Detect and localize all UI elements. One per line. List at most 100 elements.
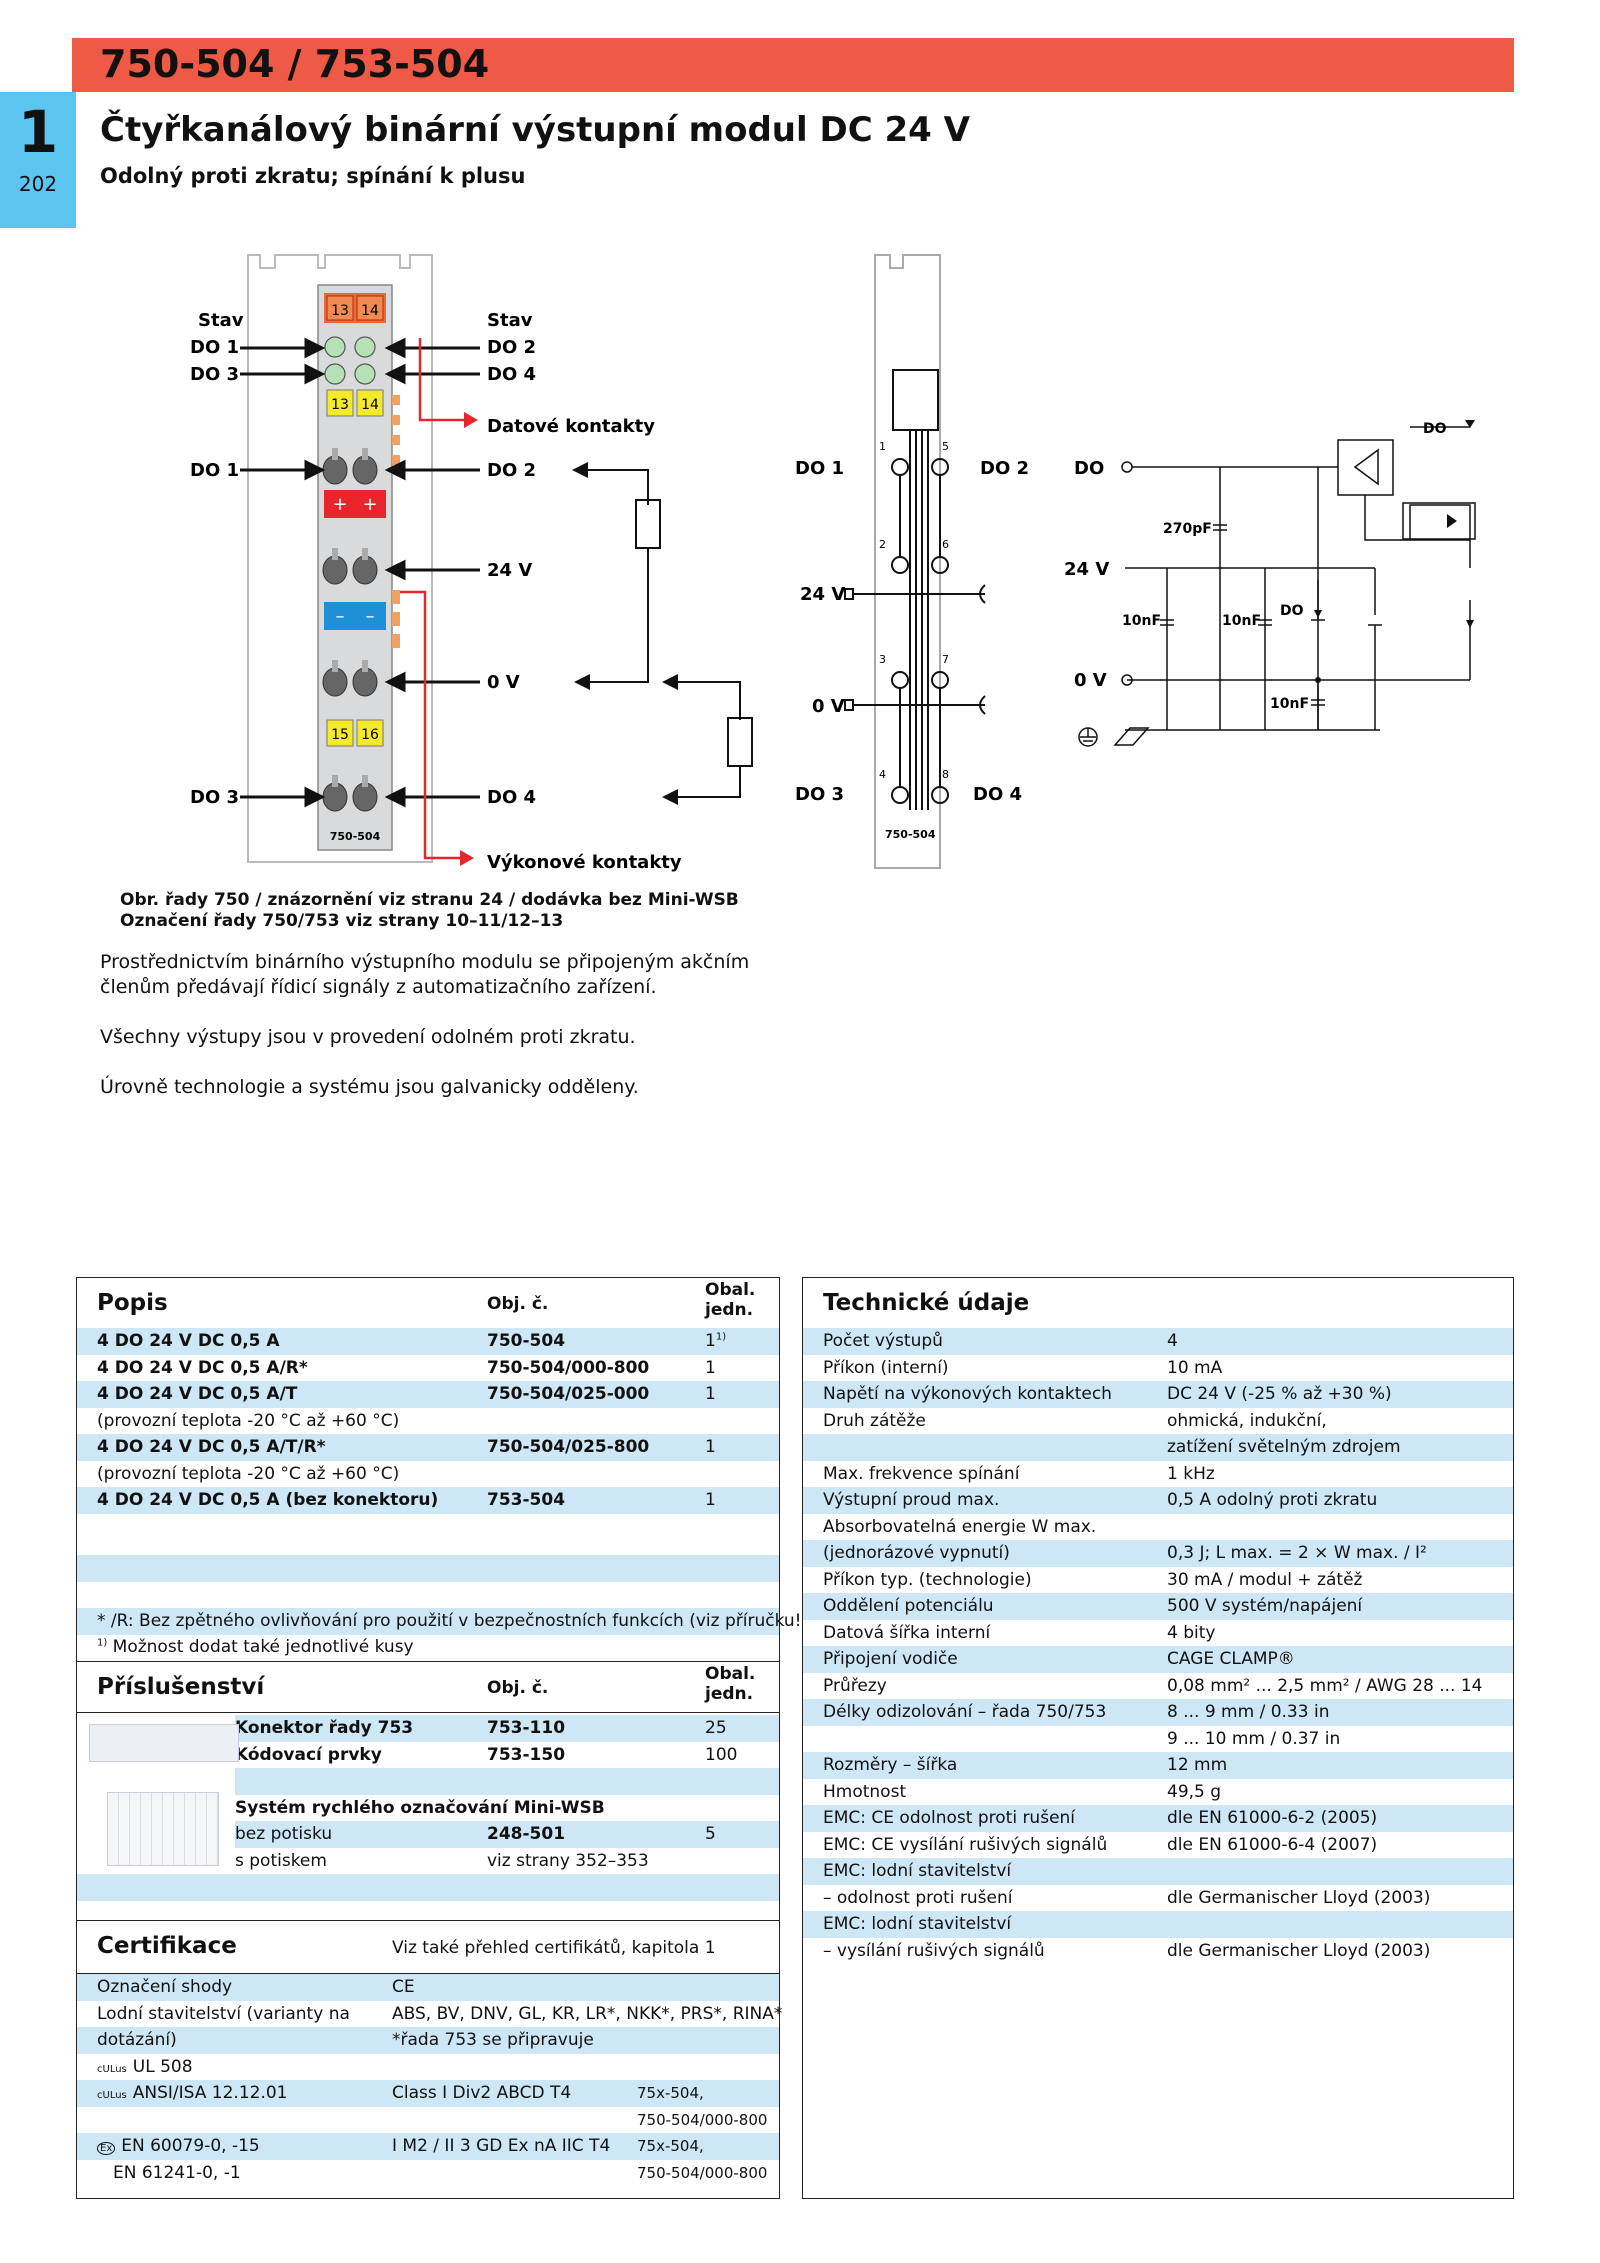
order-desc: (provozní teplota -20 °C až +60 °C) [97, 1463, 400, 1484]
tech-row: Příkon (interní)10 mA [803, 1355, 1513, 1382]
tech-value: 0,3 J; L max. = 2 × W max. / I² [1167, 1543, 1427, 1563]
contact-markers [400, 338, 468, 860]
certs-header: Certifikace Viz také přehled certifikátů… [77, 1920, 779, 1974]
schematic-lines [844, 430, 986, 810]
pin-3: 3 [879, 653, 886, 666]
minus-left: – [336, 606, 345, 627]
order-qty: 11) [705, 1328, 726, 1355]
accessory-qty: 100 [705, 1744, 738, 1765]
order-row: 4 DO 24 V DC 0,5 A/T/R* 750-504/025-800 1 [77, 1434, 779, 1461]
tech-value: 0,5 A odolný proti zkratu [1167, 1490, 1378, 1510]
schematic-frame [874, 254, 941, 869]
tech-row: – odolnost proti rušení dle Germanischer … [803, 1885, 1513, 1912]
tech-key: Druh zátěže [823, 1410, 926, 1431]
tech-value: ohmická, indukční, [1167, 1410, 1327, 1431]
order-col-obj: Obj. č. [487, 1294, 549, 1314]
cap-10nf-c: 10nF [1270, 696, 1309, 712]
tech-heading: Technické údaje [823, 1290, 1030, 1316]
order-panel: Popis Obj. č. Obal. jedn. 4 DO 24 V DC 0… [76, 1277, 808, 2199]
tech-value: 10 mA [1167, 1357, 1223, 1378]
acc-blank-row [77, 1874, 779, 1901]
tech-value: 49,5 g [1167, 1781, 1222, 1802]
tech-key: Průřezy [823, 1675, 887, 1696]
module-rail-outline [247, 254, 433, 863]
order-qty-value: 1 [705, 1490, 716, 1510]
ground-symbols [1078, 727, 1150, 747]
cert-value: ABS, BV, DNV, GL, KR, LR*, NKK*, PRS*, R… [392, 2003, 783, 2024]
status-leds [324, 336, 376, 385]
accessory-code: 753-150 [487, 1744, 566, 1765]
intro-paragraph-3: Úrovně technologie a systému jsou galvan… [100, 1076, 639, 1098]
accessory-qty: 25 [705, 1718, 727, 1738]
led-14-mid-label: 14 [361, 397, 379, 413]
circuit-do-top: DO [1423, 421, 1447, 437]
tech-value: dle Germanischer Lloyd (2003) [1167, 1887, 1431, 1908]
tech-key: Připojení vodiče [823, 1649, 958, 1669]
do4-right: DO 4 [487, 364, 536, 385]
plus-marker [324, 490, 386, 518]
led-16-label: 16 [361, 727, 379, 743]
tech-key: EMC: CE odolnost proti rušení [823, 1808, 1076, 1828]
order-code: 750-504/025-000 [487, 1384, 650, 1404]
do1-lower-left: DO 1 [190, 460, 239, 481]
vykonove-kontakty-label: Výkonové kontakty [487, 852, 682, 873]
optocoupler [892, 369, 939, 431]
load-arrows [572, 462, 678, 805]
order-row: (provozní teplota -20 °C až +60 °C) [77, 1461, 779, 1488]
accessory-code: 248-501 [487, 1824, 566, 1844]
stav-left: Stav [198, 310, 244, 331]
order-qty: 1 [705, 1434, 716, 1461]
circuit-component-labels: DO 270pF 10nF 10nF DO 10nF [1122, 421, 1447, 712]
product-code: 750-504 / 753-504 [100, 42, 490, 86]
plus-left: + [332, 494, 347, 515]
order-note-2-text: Možnost dodat také jednotlivé kusy [107, 1637, 414, 1657]
tech-value: dle EN 61000-6-4 (2007) [1167, 1834, 1378, 1855]
order-qty-value: 1 [705, 1384, 716, 1404]
led-14-top-label: 14 [361, 303, 379, 319]
v0-label: 0 V [487, 672, 520, 693]
diodes [1314, 420, 1475, 628]
cert-name-text: EN 60079-0, -15 [121, 2136, 260, 2156]
chapter-tab [0, 92, 76, 228]
do2-mid: DO 2 [487, 460, 536, 481]
tech-key: Hmotnost [823, 1781, 907, 1802]
tech-value: 500 V systém/napájení [1167, 1596, 1363, 1616]
accessory-desc: Kódovací prvky [235, 1744, 382, 1765]
order-row: (provozní teplota -20 °C až +60 °C) [77, 1408, 779, 1435]
do3-left: DO 3 [190, 364, 239, 385]
order-desc: 4 DO 24 V DC 0,5 A/T/R* [97, 1437, 326, 1457]
chapter-number: 1 [17, 98, 59, 166]
led-13-top-label: 13 [331, 303, 349, 319]
tech-value: CAGE CLAMP® [1167, 1649, 1295, 1669]
cert-value: I M2 / II 3 GD Ex nA IIC T4 [392, 2136, 611, 2156]
pin-6: 6 [942, 538, 949, 551]
cert-variant: 75x-504, [637, 2084, 704, 2102]
cert-name-text: dotázání) [97, 2030, 177, 2050]
accessory-code: 753-110 [487, 1718, 566, 1738]
accessories-col-obj: Obj. č. [487, 1678, 549, 1698]
ul-mark-icon: cULus [97, 2063, 127, 2075]
tech-row: Výstupní proud max. 0,5 A odolný proti zk… [803, 1487, 1513, 1514]
page-title: Čtyřkanálový binární výstupní modul DC 2… [100, 110, 970, 150]
connector-image [89, 1724, 239, 1762]
tech-key: Výstupní proud max. [823, 1490, 1000, 1510]
accessories-header: Příslušenství Obj. č. Obal. jedn. [77, 1661, 779, 1713]
caption-line-1: Obr. řady 750 / znázornění viz stranu 24… [120, 890, 739, 910]
tech-row: 9 ... 10 mm / 0.37 in [803, 1726, 1513, 1753]
cert-variant: 750-504/000-800 [637, 2163, 768, 2182]
cert-variant: 750-504/000-800 [637, 2110, 768, 2129]
order-code: 750-504/025-800 [487, 1437, 650, 1457]
tech-key: – odolnost proti rušení [823, 1887, 1013, 1908]
tech-value: 9 ... 10 mm / 0.37 in [1167, 1728, 1341, 1749]
